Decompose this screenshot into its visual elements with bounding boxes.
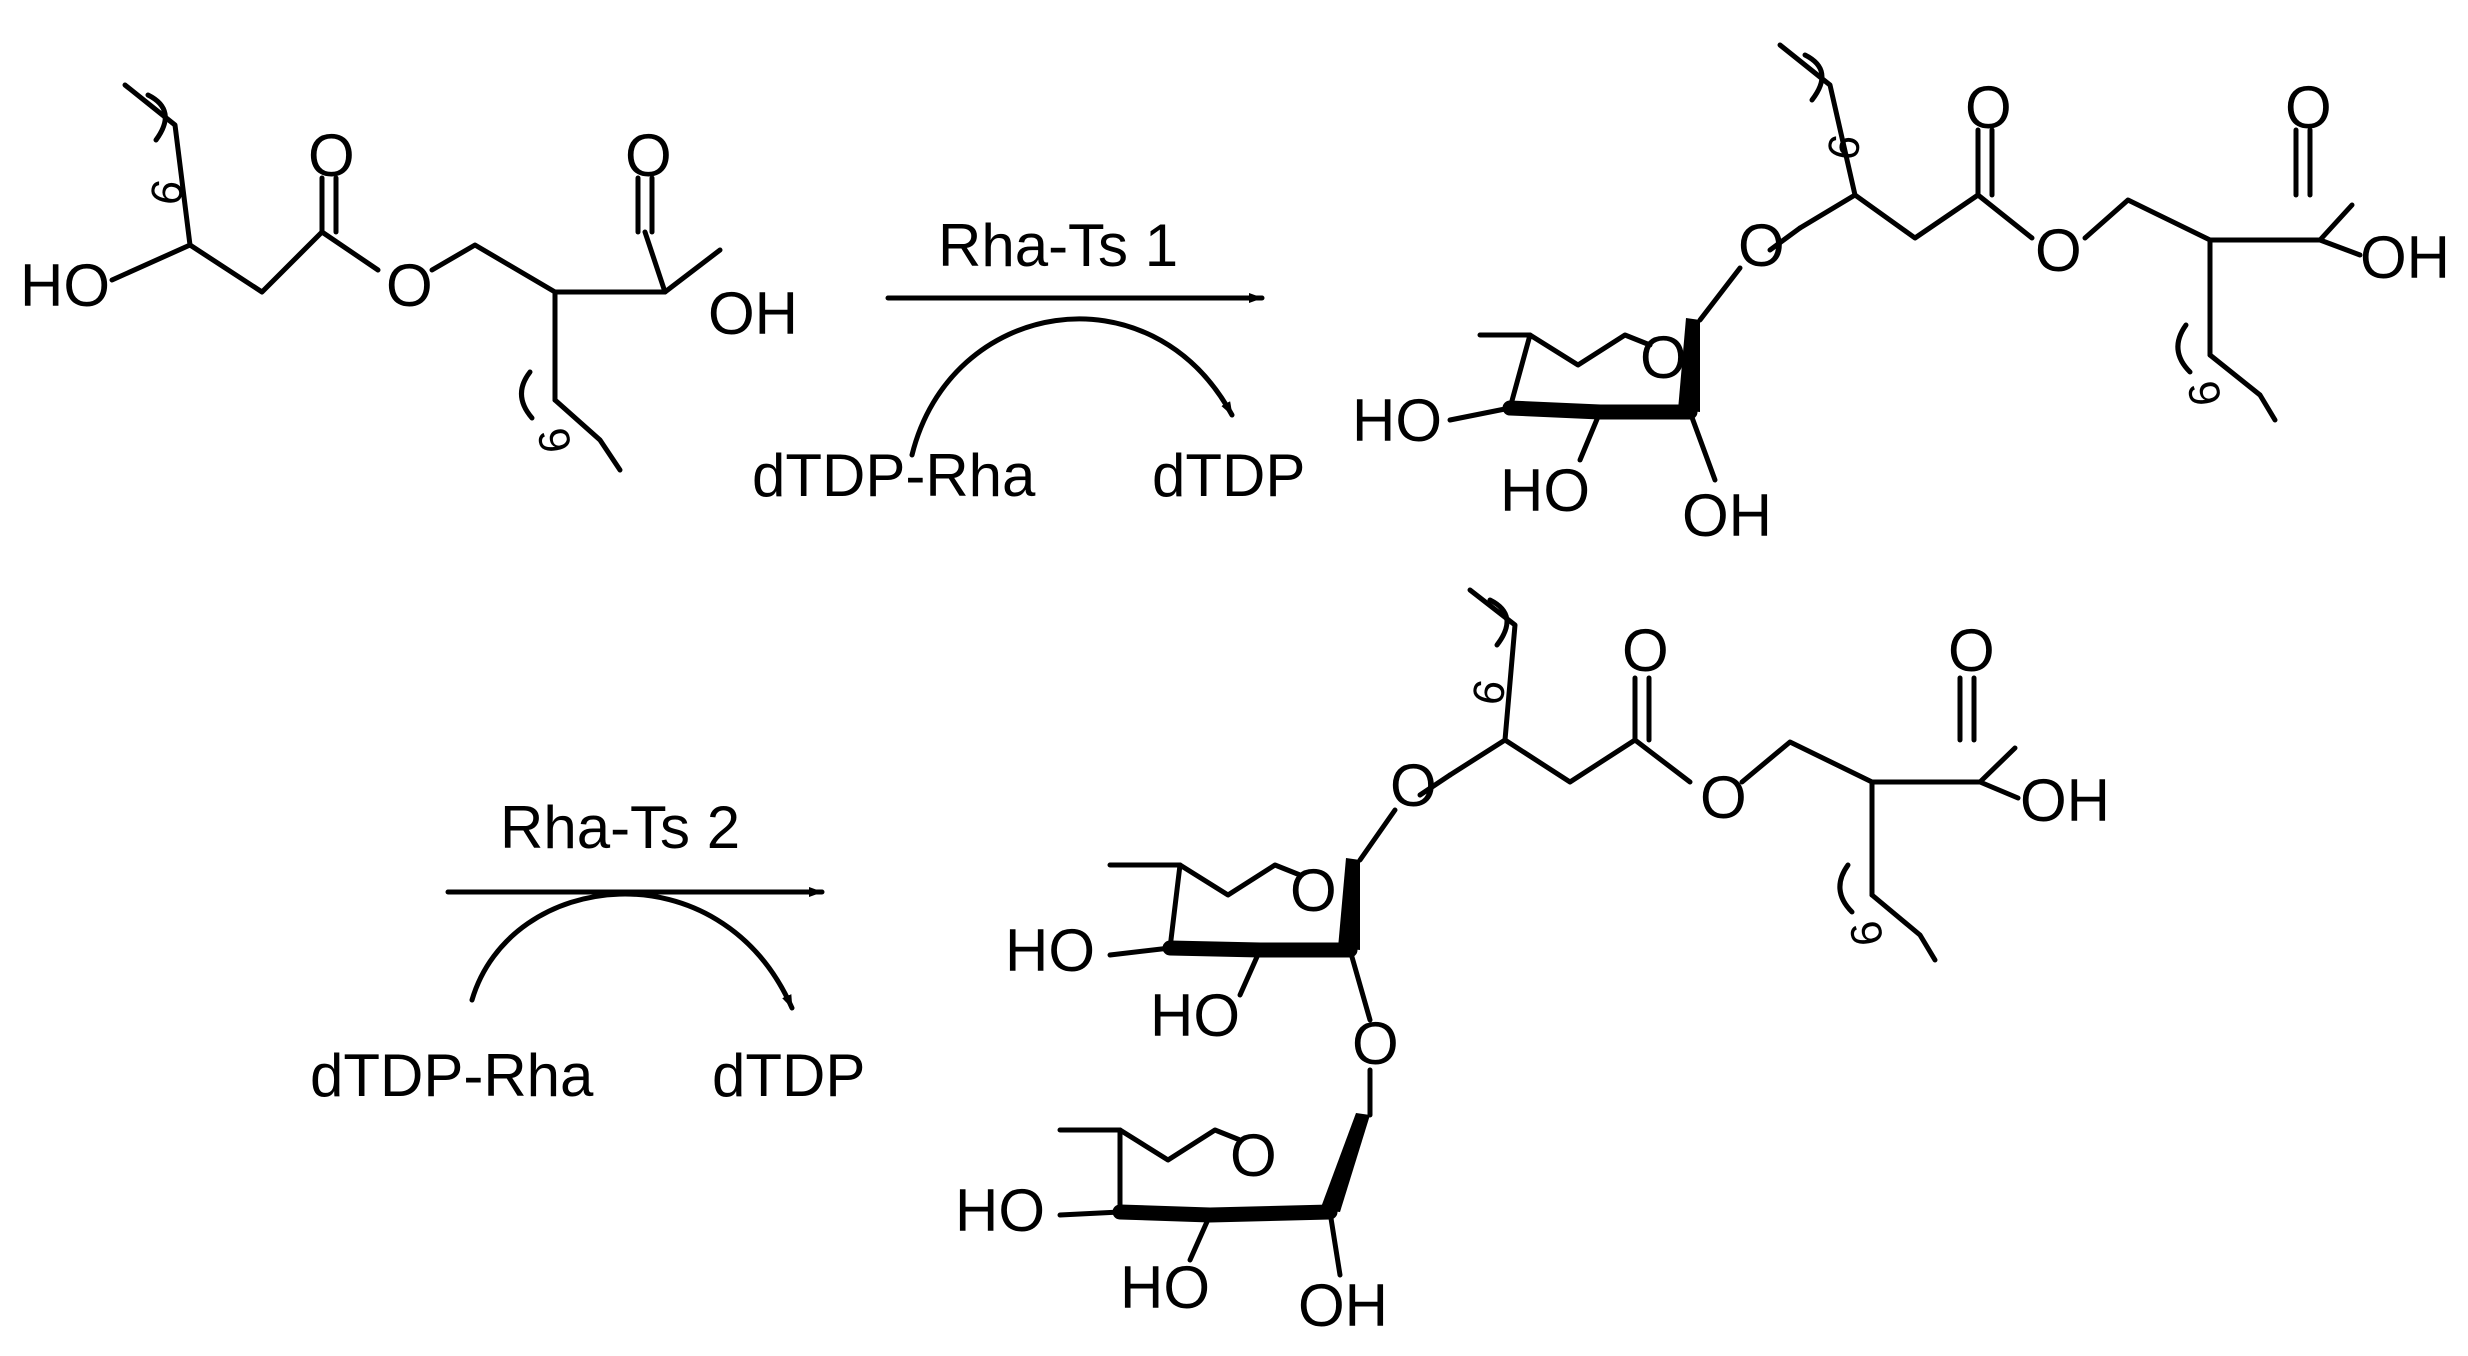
cosubstrate-label: dTDP-Rha (310, 1042, 594, 1109)
starting-material: HO O O O OH 6 6 (20, 82, 798, 473)
acid-carbonyl-oxygen: O (2285, 74, 2332, 141)
repeat-count: 6 (1841, 917, 1894, 950)
ring-oxygen: O (1230, 1122, 1277, 1189)
reaction-arrow-step1: Rha-Ts 1 dTDP-Rha dTDP (752, 212, 1305, 509)
di-rhamnolipid: O O O O HO HO HO HO OH O O O OH 6 6 (955, 587, 2110, 1339)
ring-oxygen: O (1290, 857, 1337, 924)
repeat-count: 6 (2179, 377, 2232, 410)
acid-hydroxyl: OH (2020, 767, 2110, 834)
ester-oxygen: O (2035, 217, 2082, 284)
ring-oxygen: O (1640, 324, 1687, 391)
ester-oxygen: O (1700, 764, 1747, 831)
enzyme-label: Rha-Ts 1 (938, 212, 1178, 279)
hydroxyl-label: HO (1120, 1254, 1210, 1321)
repeat-count: 6 (529, 424, 582, 457)
hydroxyl-label: OH (1682, 482, 1772, 549)
acid-carbonyl-oxygen: O (1948, 617, 1995, 684)
glycosidic-oxygen: O (1390, 752, 1437, 819)
glycosidic-oxygen: O (1738, 212, 1785, 279)
hydroxyl-label: HO (1150, 982, 1240, 1049)
byproduct-label: dTDP (712, 1042, 865, 1109)
hydroxyl-label: HO (1500, 457, 1590, 524)
acid-hydroxyl: OH (708, 280, 798, 347)
hydroxyl-label: HO (1352, 387, 1442, 454)
byproduct-label: dTDP (1152, 442, 1305, 509)
hydroxyl-label: HO (20, 252, 110, 319)
enzyme-label: Rha-Ts 2 (500, 794, 740, 861)
cosubstrate-label: dTDP-Rha (752, 442, 1036, 509)
carbonyl-oxygen: O (1965, 74, 2012, 141)
hydroxyl-label: HO (1005, 917, 1095, 984)
ether-oxygen: O (386, 252, 433, 319)
repeat-count: 6 (1818, 131, 1871, 164)
hydroxyl-label: OH (1298, 1272, 1388, 1339)
hydroxyl-label: HO (955, 1177, 1045, 1244)
carbonyl-oxygen: O (1622, 617, 1669, 684)
interglycosidic-oxygen: O (1352, 1010, 1399, 1077)
reaction-arrow-step2: Rha-Ts 2 dTDP-Rha dTDP (310, 794, 865, 1109)
carbonyl-oxygen: O (308, 122, 355, 189)
repeat-count: 6 (141, 176, 194, 209)
acid-hydroxyl: OH (2360, 224, 2450, 291)
acid-carbonyl-oxygen: O (625, 122, 672, 189)
mono-rhamnolipid: O O HO HO OH O O O OH 6 6 (1352, 42, 2450, 549)
